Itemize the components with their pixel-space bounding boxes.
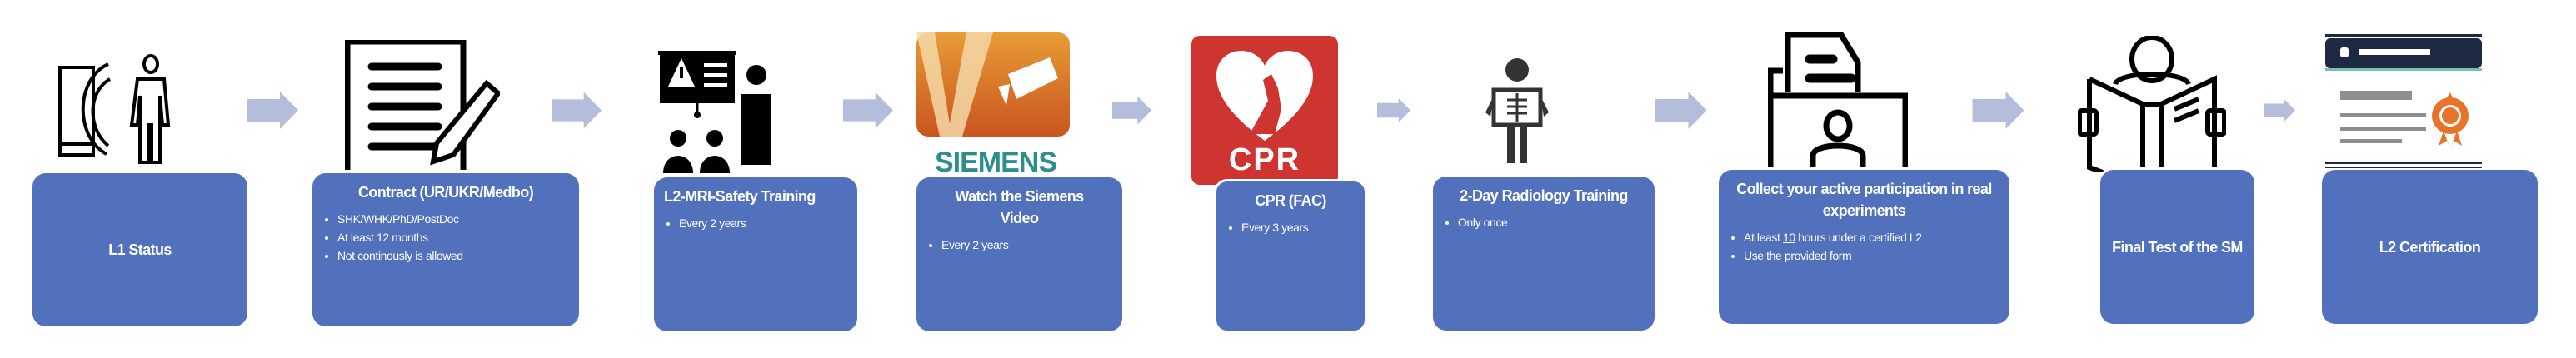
mri-scanner-person-icon	[58, 54, 171, 164]
bullet: Every 3 years	[1241, 218, 1355, 236]
bullet-text: hours under a certified L2	[1795, 231, 1922, 244]
bullet-text: At least	[1744, 231, 1783, 244]
bullet-emphasis: 10	[1782, 231, 1795, 244]
arrow-icon	[552, 92, 602, 129]
step-contract: Contract (UR/UKR/Medbo) SHK/WHK/PhD/Post…	[312, 173, 579, 326]
step-title: 2-Day Radiology Training	[1460, 187, 1628, 204]
arrow-icon	[1112, 96, 1151, 125]
step-title: Contract (UR/UKR/Medbo)	[357, 184, 534, 201]
safety-presentation-icon	[658, 51, 771, 173]
arrow-icon	[1972, 92, 2024, 129]
bullet: Use the provided form	[1744, 246, 1999, 265]
bullet: Not continously is allowed	[337, 246, 569, 265]
bullet: At least 12 months	[337, 228, 569, 246]
bullet: Only once	[1458, 213, 1645, 231]
bullet: Every 2 years	[941, 236, 1112, 254]
arrow-icon	[2264, 99, 2295, 122]
step-title: L2-MRI-Safety Training	[664, 188, 816, 205]
bullet: At least 10 hours under a certified L2	[1744, 228, 1999, 246]
step-title: CPR (FAC)	[1255, 192, 1326, 209]
step-cpr: CPR (FAC) Every 3 years	[1214, 179, 1367, 333]
arrow-icon	[1655, 92, 1707, 129]
step-title: L1 Status	[108, 241, 172, 258]
step-mri-safety-training: L2-MRI-Safety Training Every 2 years	[654, 177, 857, 331]
step-l2-certification: L2 Certification	[2322, 170, 2538, 324]
step-title: L2 Certification	[2379, 238, 2481, 256]
file-cabinet-person-icon	[1768, 32, 1908, 167]
step-collect-participation: Collect your active participation in rea…	[1719, 170, 2009, 324]
arrow-icon	[1377, 97, 1410, 123]
arrow-icon	[843, 92, 893, 129]
step-siemens-video: Watch the Siemens Video Every 2 years	[916, 177, 1122, 331]
xray-person-icon	[1485, 58, 1549, 163]
bullet: Every 2 years	[679, 214, 847, 232]
contract-document-icon	[345, 40, 500, 170]
cpr-logo-text: CPR	[1228, 142, 1301, 177]
certificate-icon	[2325, 34, 2482, 168]
arrow-icon	[247, 92, 298, 129]
cpr-heart-icon: CPR	[1191, 36, 1338, 185]
step-title: Final Test of the SM	[2112, 238, 2243, 256]
step-radiology-training: 2-Day Radiology Training Only once	[1433, 177, 1655, 331]
step-l1-status: L1 Status	[32, 173, 247, 326]
reading-person-icon	[2078, 36, 2226, 172]
step-title: Collect your active participation in rea…	[1736, 181, 1992, 219]
step-final-test: Final Test of the SM	[2100, 170, 2254, 324]
siemens-video-icon	[916, 32, 1070, 137]
step-title: Watch the Siemens Video	[955, 188, 1084, 226]
bullet: SHK/WHK/PhD/PostDoc	[337, 210, 569, 228]
siemens-logo-text: SIEMENS	[935, 147, 1057, 178]
